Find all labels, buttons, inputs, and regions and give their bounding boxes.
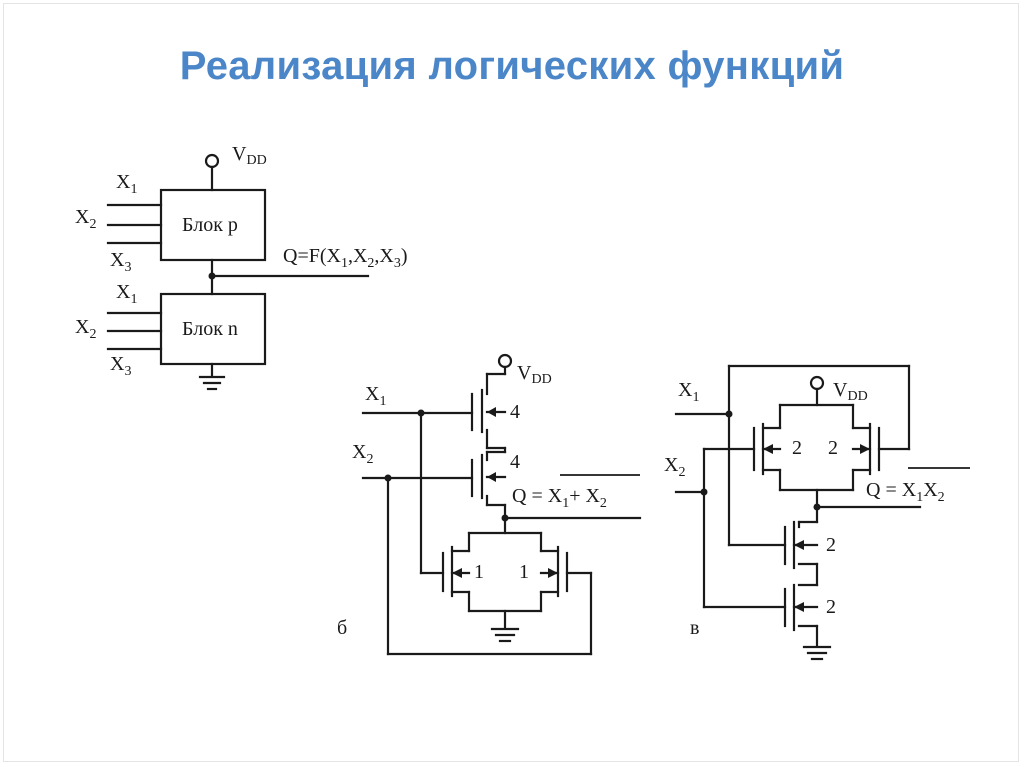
vdd-terminal [497,353,513,369]
caption-b: б [337,617,347,639]
input-x3-label: X3 [110,249,131,275]
diagram-b: VDD X1 X2 4 4 1 1 Q =X1+ X2 б [337,353,642,656]
nmos-width-label: 2 [826,534,836,556]
input-x2-label: X2 [75,206,96,232]
input-x1-label: X1 [365,383,386,409]
output-function-label: Q =X1+ X2 [512,485,607,511]
pmos-width-label: 2 [828,437,838,459]
vdd-terminal [809,375,825,391]
block-p-label: Блок p [182,214,238,236]
output-function-label: Q =X1X2 [866,479,945,505]
slide-title: Реализация логических функций [179,44,845,88]
block-n-label: Блок n [182,318,238,340]
caption-c: в [690,617,699,639]
input-x1-label: X1 [116,171,137,197]
vdd-label: VDD [833,379,868,404]
pmos-width-label: 4 [510,451,520,473]
diagram-a: Блок p Блок n VDD X1 X2 X3 X1 X2 X3 Q=F(… [75,143,408,391]
vdd-terminal [204,153,220,169]
nmos-width-label: 1 [519,561,529,583]
input-x1-label: X1 [678,379,699,405]
input-x3-label: X3 [110,353,131,379]
nmos-width-label: 1 [474,561,484,583]
vdd-label: VDD [232,143,267,168]
vdd-label: VDD [517,362,552,387]
diagram-c: VDD X1 X2 2 2 2 2 Q =X1X2 в [664,364,970,661]
slide-frame [3,3,1019,762]
input-x2-label: X2 [75,316,96,342]
input-x2-label: X2 [664,454,685,480]
nmos-width-label: 2 [826,596,836,618]
input-x1-label: X1 [116,281,137,307]
output-function-label: Q=F(X1,X2,X3) [283,245,408,271]
pmos-width-label: 2 [792,437,802,459]
pmos-width-label: 4 [510,401,520,423]
input-x2-label: X2 [352,441,373,467]
